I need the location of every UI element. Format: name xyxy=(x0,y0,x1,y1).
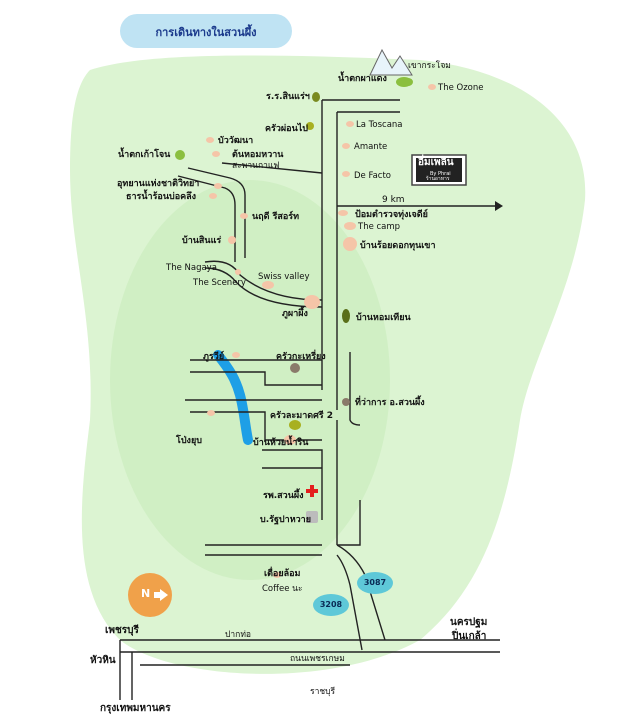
green-area xyxy=(70,55,586,674)
roads xyxy=(119,99,500,700)
label-thanon-petchkasem: ถนนเพชรเกษม xyxy=(290,654,345,664)
label-saphan-kao: สะพานกาแฟ xyxy=(232,161,280,171)
label-ban-sinrae: บ้านสินแร่ xyxy=(182,236,222,246)
route-sign-3208 xyxy=(313,594,349,616)
label-phu-rawee: ภูรวีย์ xyxy=(203,352,225,362)
label-ror-sor-sinrae: ร.ร.สินแร่ฯ xyxy=(266,92,310,102)
distance-arrow xyxy=(495,201,503,211)
compass-bg xyxy=(128,573,172,617)
route-3208-label: 3208 xyxy=(319,600,343,609)
ad-sign-sub1: By Phrai xyxy=(430,171,451,177)
route-3087-label: 3087 xyxy=(363,578,387,587)
label-hospital: รพ.สวนผึ้ง xyxy=(263,491,304,501)
ad-sign-name: อิ่มเพลิน xyxy=(418,157,454,168)
label-khao-krachom: เขากระโจม xyxy=(408,61,451,71)
label-de-facto: De Facto xyxy=(354,171,392,181)
ad-sign-sub2: ร้านอาหาร xyxy=(426,176,450,182)
label-amante: Amante xyxy=(354,142,388,152)
label-the-camp: The camp xyxy=(358,222,401,232)
label-namtok-kaochon: น้ำตกเก้าโจน xyxy=(118,150,171,160)
label-ban-ruk-suan: บ้านร้อยดอกทุนเขา xyxy=(360,241,436,251)
label-la-toscana: La Toscana xyxy=(356,120,403,130)
label-namtok-phaedaeng: น้ำตกผาแดง xyxy=(338,74,387,84)
label-the-ozone: The Ozone xyxy=(438,83,484,93)
label-sueam-soam: เตื่อยล้อม xyxy=(264,569,301,579)
place-markers xyxy=(175,78,436,578)
route-sign-3087 xyxy=(357,572,393,594)
label-bua-watthana: บัววัฒนา xyxy=(218,136,254,146)
label-petchaburi: เพชรบุรี xyxy=(105,625,139,636)
label-phu-pha-phueng: ภูผาผึ้ง xyxy=(282,309,308,319)
distance-label: 9 km xyxy=(382,195,405,205)
label-bo-ratchaburi: บ.รัฐปาหวาย xyxy=(260,515,312,525)
label-pin-klao: ปิ่นเกล้า xyxy=(452,631,487,642)
ad-sign-box xyxy=(411,154,467,186)
label-ban-hom-thian: บ้านหอมเทียน xyxy=(356,313,411,323)
label-pak-tho: ปากท่อ xyxy=(225,630,252,640)
label-khrua-pon-pai: ครัวผ่อนไป xyxy=(265,124,308,134)
map-title: การเดินทางในสวนผึ้ง xyxy=(155,26,257,39)
label-coffee: Coffee นะ xyxy=(262,584,303,594)
label-pong-tamruat: ป้อมตำรวจทุ่งเจดีย์ xyxy=(355,210,428,220)
label-hua-hin: หัวหิน xyxy=(90,655,116,666)
label-khrua-rim-nam: ครัวละมาดศรี 2 xyxy=(270,411,334,421)
label-tharn-nam-ron: ธารน้ำร้อนบ่อคลึง xyxy=(126,192,197,202)
label-nakhon-pathom: นครปฐม xyxy=(450,617,488,628)
label-thee-wakan: ที่ว่าการ อ.สวนผึ้ง xyxy=(355,398,425,408)
label-khrua-kha-riang: ครัวกะเหรี่ยง xyxy=(276,352,326,362)
title-banner xyxy=(120,14,292,48)
label-ban-huai-nam-rin: บ้านห้วยน้ำริน xyxy=(253,438,309,448)
label-ton-hom-wan: ต้นหอมหวาน xyxy=(232,150,284,160)
label-uthayan: อุทยานแห่งชาติวิทยา xyxy=(117,179,200,189)
label-the-scenery: The Scenery xyxy=(193,278,246,288)
label-swiss-valley: Swiss valley xyxy=(258,272,310,282)
label-pong-yub: โป่งยุบ xyxy=(176,436,202,446)
compass-arrow-shaft xyxy=(154,592,162,598)
river xyxy=(213,350,253,445)
label-bangkok: กรุงเทพมหานคร xyxy=(100,703,171,714)
compass-label: N xyxy=(141,587,151,600)
label-ratchaburi: ราชบุรี xyxy=(310,687,336,697)
label-the-nagaya: The Nagaya xyxy=(166,263,217,273)
label-naree-resort: นฤดี รีสอร์ท xyxy=(252,212,300,222)
